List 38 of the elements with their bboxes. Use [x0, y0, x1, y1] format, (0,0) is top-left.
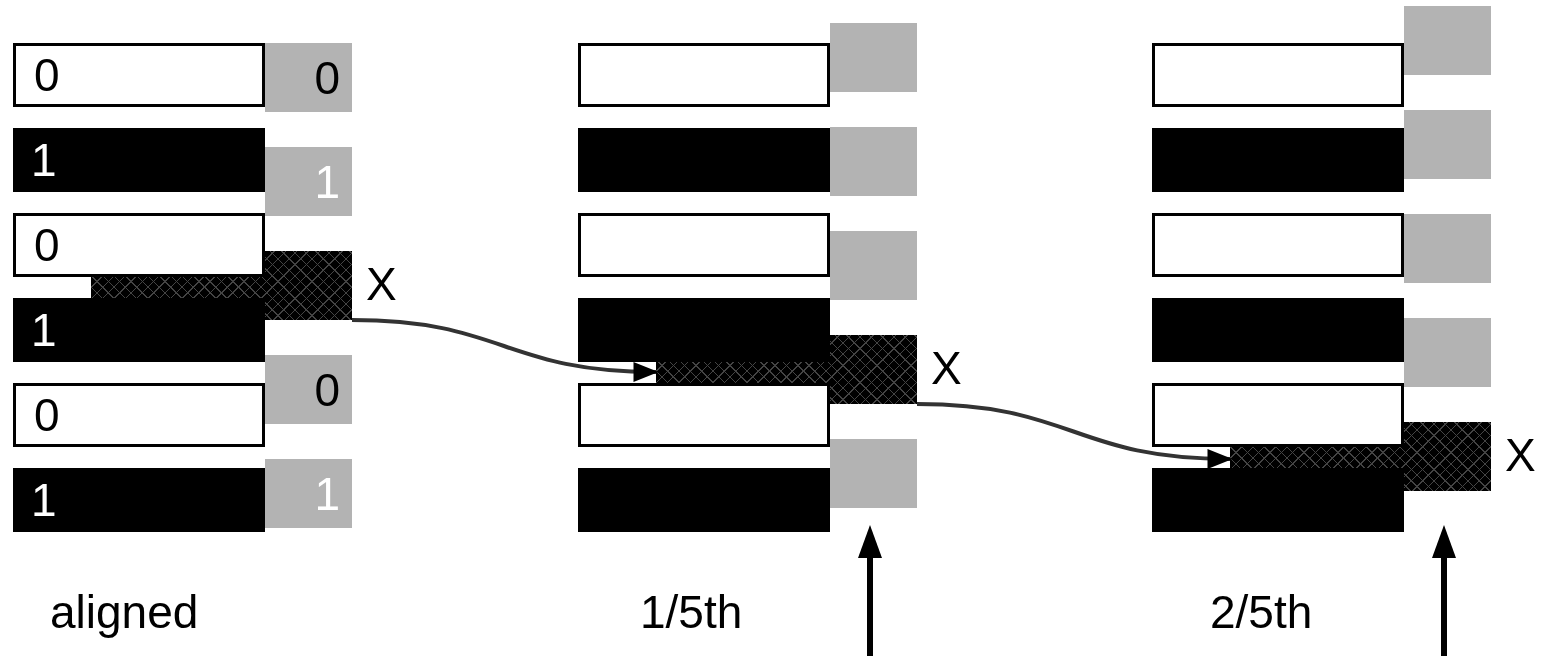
shifted-bit-bar — [1404, 6, 1491, 75]
shifted-bit-bar: 1 — [265, 459, 352, 528]
shifted-bit-bar: 0 — [265, 43, 352, 112]
arrow — [351, 318, 659, 382]
bit-box — [1152, 213, 1404, 277]
shifted-bit-bar — [830, 127, 917, 196]
shifted-bit-bar — [830, 231, 917, 300]
panel-label: aligned — [50, 585, 199, 639]
bit-bar: 1 — [13, 298, 265, 362]
error-mark: X — [931, 341, 962, 395]
bit-bar: 1 — [13, 468, 265, 532]
bit-box: 0 — [13, 383, 265, 447]
bit-bar — [1152, 128, 1404, 192]
bit-box: 0 — [13, 43, 265, 107]
error-mark: X — [1505, 428, 1536, 482]
shifted-bit-bar — [830, 439, 917, 508]
bit-box: 0 — [13, 213, 265, 277]
bit-bar — [578, 468, 830, 532]
panel-label: 2/5th — [1210, 585, 1313, 639]
bit-box — [578, 213, 830, 277]
shifted-bit-bar: 0 — [265, 355, 352, 424]
error-mark: X — [366, 257, 397, 311]
shifted-bit-bar: 1 — [265, 147, 352, 216]
bit-box — [578, 43, 830, 107]
bit-bar — [578, 128, 830, 192]
shifted-bit-bar — [830, 23, 917, 92]
bit-box — [578, 383, 830, 447]
shifted-bit-bar — [1404, 318, 1491, 387]
bit-bar — [578, 298, 830, 362]
bit-box — [1152, 383, 1404, 447]
bit-bar: 1 — [13, 128, 265, 192]
shifted-bit-bar — [1404, 214, 1491, 283]
bit-bar — [1152, 298, 1404, 362]
bit-bar — [1152, 468, 1404, 532]
shifted-bit-bar — [1404, 110, 1491, 179]
bit-box — [1152, 43, 1404, 107]
arrow — [916, 402, 1233, 469]
panel-label: 1/5th — [640, 585, 743, 639]
